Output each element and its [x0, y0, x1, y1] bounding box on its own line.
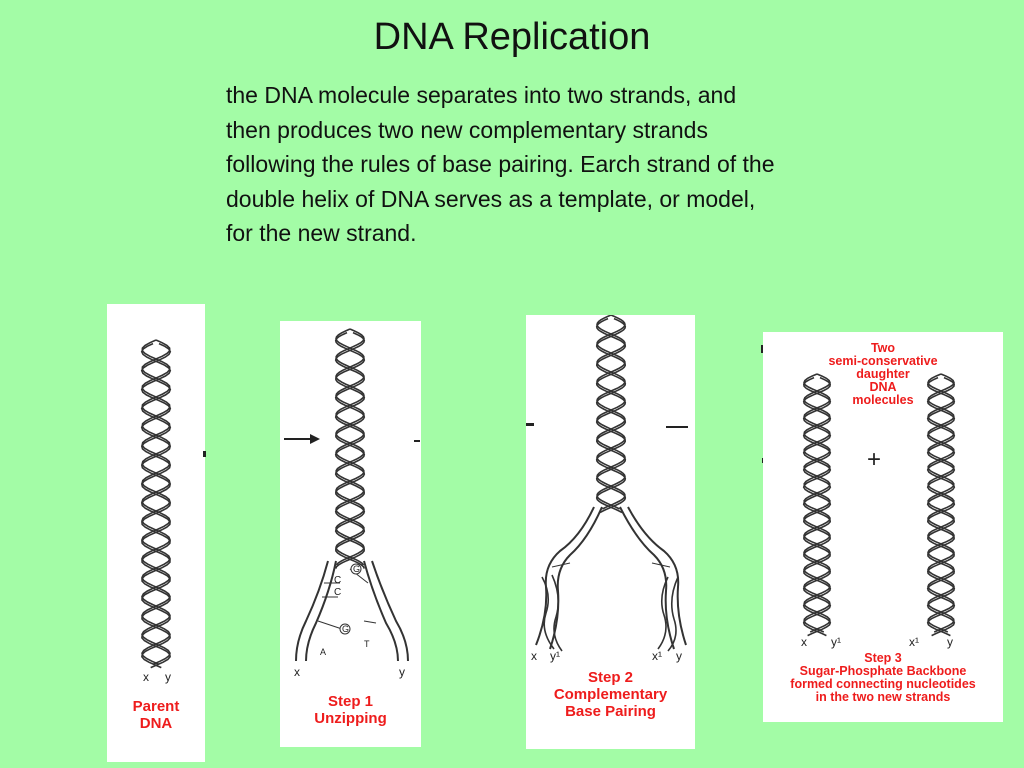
strand-label-y1: y¹ [831, 635, 841, 649]
label-line: semi-conservative [828, 354, 938, 368]
helix-strand [141, 339, 171, 665]
helix-strand [140, 342, 172, 669]
panel-step1-unzipping: C C G G A T x y Step 1 Unzipping [280, 321, 421, 747]
arrow-right-icon [284, 434, 320, 444]
helix-strand [802, 376, 832, 637]
label-line: Step 3 [864, 651, 902, 665]
base-t: T [364, 639, 370, 649]
helix-strand [926, 376, 956, 637]
base-c: C [334, 575, 342, 586]
strand-label-x1: x¹ [909, 635, 919, 649]
label-step3-backbone: Step 3 Sugar-Phosphate Backbone formed c… [763, 652, 1003, 704]
helix-strand [595, 317, 627, 514]
dash-mark [414, 440, 420, 442]
base-c: C [334, 587, 342, 598]
strand-label-y1: y¹ [550, 649, 560, 663]
dash-mark [203, 451, 206, 457]
strand-label-x: x [801, 635, 807, 649]
helix-strand [926, 376, 956, 637]
label-step2-base-pairing: Step 2 Complementary Base Pairing [526, 669, 695, 720]
strand-label-x: x [143, 670, 149, 684]
base-g: G [342, 624, 350, 634]
strand-label-y: y [947, 635, 953, 649]
label-line: molecules [852, 393, 914, 407]
parent-dna-helix [140, 339, 172, 669]
helix-strand [140, 342, 172, 669]
panel-step2-base-pairing: x y¹ x¹ y Step 2 Complementary Base Pair… [526, 315, 695, 749]
label-line: Step 1 [327, 693, 373, 710]
helix-strand [334, 331, 366, 569]
label-line: Unzipping [314, 710, 387, 727]
dash-mark [666, 426, 688, 428]
helix-strand [334, 331, 366, 569]
strand-label-y: y [676, 649, 682, 663]
slide-description: the DNA molecule separates into two stra… [226, 82, 775, 246]
label-line: DNA [139, 715, 173, 732]
dash-mark [761, 345, 763, 353]
label-line: in the two new strands [815, 690, 951, 704]
helix-strand [802, 376, 832, 637]
base-pairing-helix [535, 315, 687, 652]
strand-label-x: x [531, 649, 537, 663]
label-parent-dna: Parent DNA [107, 698, 205, 732]
strand-label-x1: x¹ [652, 649, 662, 663]
label-line: formed connecting nucleotides [790, 677, 976, 691]
label-line: Parent [132, 698, 180, 715]
label-line: daughter [856, 367, 910, 381]
label-daughter-molecules: Two semi-conservative daughter DNA molec… [763, 342, 1003, 407]
label-line: Base Pairing [565, 703, 656, 720]
plus-sign: + [867, 446, 882, 473]
helix-strand [595, 317, 627, 514]
unzipping-helix [295, 328, 409, 662]
label-line: Step 2 [587, 669, 633, 686]
slide-title: DNA Replication [373, 16, 651, 58]
label-line: Complementary [553, 686, 668, 703]
label-line: DNA [869, 380, 897, 394]
label-line: Two [870, 341, 896, 355]
label-step1-unzipping: Step 1 Unzipping [280, 693, 421, 727]
base-a: A [320, 647, 327, 657]
dash-mark [526, 423, 534, 426]
helix-strand [335, 328, 365, 566]
strand-label-x: x [294, 665, 300, 679]
daughter-dna-helices [802, 373, 956, 637]
panel-step3-daughter-dna: Two semi-conservative daughter DNA molec… [763, 332, 1003, 722]
strand-label-y: y [165, 670, 171, 684]
label-line: Sugar-Phosphate Backbone [799, 664, 967, 678]
panel-parent-dna: x y Parent DNA [107, 304, 205, 762]
helix-strand [141, 339, 171, 665]
strand-label-y: y [399, 665, 405, 679]
base-g: G [353, 564, 361, 574]
